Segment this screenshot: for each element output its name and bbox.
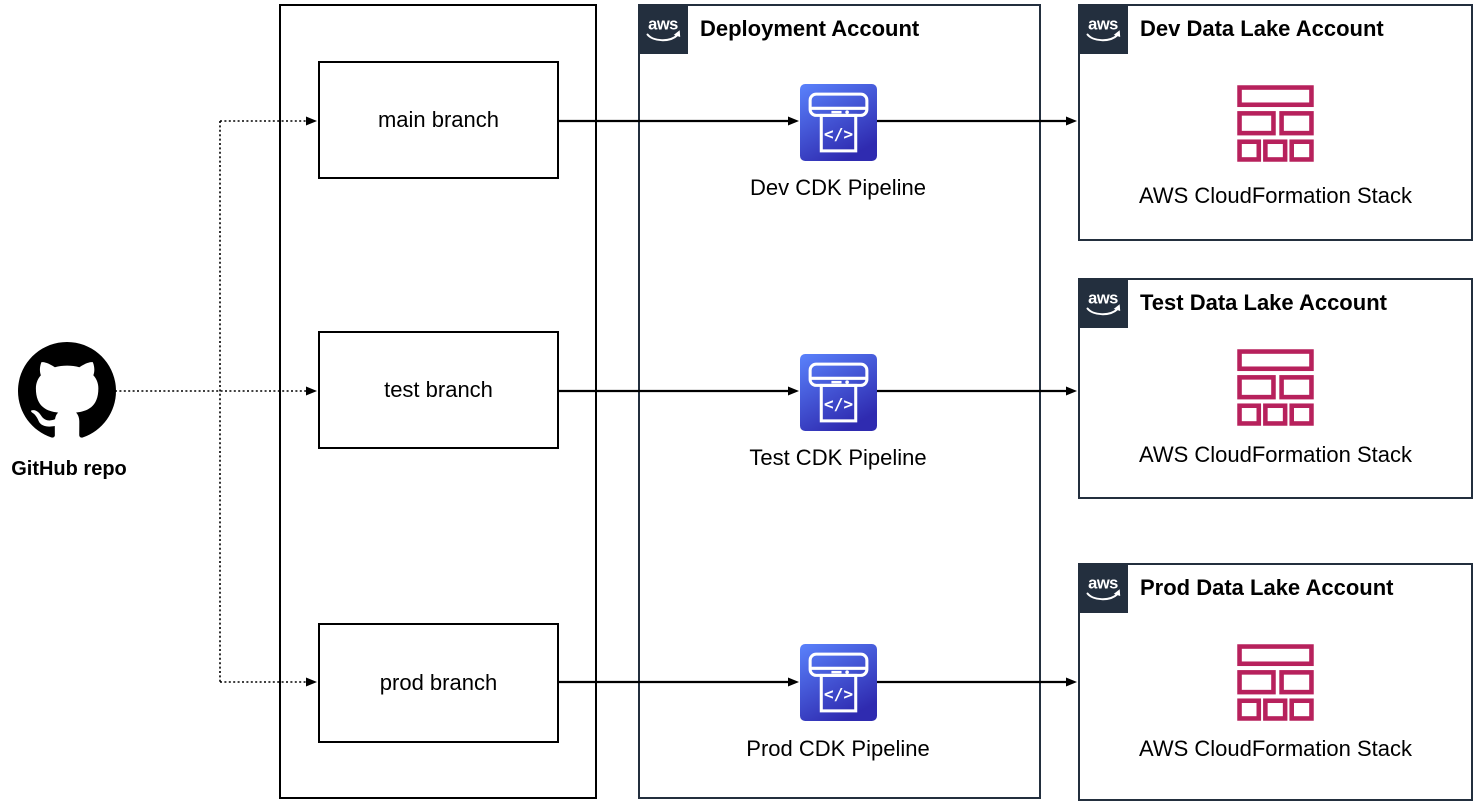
aws-logo-text: aws <box>1088 290 1118 308</box>
prod-branch-label: prod branch <box>379 670 498 695</box>
dev-cdk-pipeline-caption: Dev CDK Pipeline <box>749 175 927 200</box>
github-repo-label: GitHub repo <box>11 458 127 480</box>
code-glyph: </> <box>824 685 854 704</box>
dev-data-lake-title: Dev Data Lake Account <box>1140 16 1384 41</box>
main-branch-box: main branch <box>318 61 559 179</box>
code-glyph: </> <box>824 125 854 144</box>
main-branch-label: main branch <box>377 107 500 132</box>
aws-logo-icon: aws <box>1078 4 1128 54</box>
prod-cloudformation-caption: AWS CloudFormation Stack <box>1138 736 1413 761</box>
aws-logo-text: aws <box>1088 575 1118 593</box>
prod-cdk-pipeline-caption: Prod CDK Pipeline <box>746 736 930 761</box>
test-branch-label: test branch <box>384 377 493 402</box>
test-data-lake-title: Test Data Lake Account <box>1140 290 1387 315</box>
dev-cdk-pipeline-icon: </> <box>800 84 877 161</box>
test-cloudformation-caption: AWS CloudFormation Stack <box>1138 442 1413 467</box>
aws-logo-icon: aws <box>638 4 688 54</box>
aws-logo-text: aws <box>1088 16 1118 34</box>
deployment-account-title: Deployment Account <box>700 16 920 41</box>
aws-logo-icon: aws <box>1078 563 1128 613</box>
prod-cdk-pipeline-icon: </> <box>800 644 877 721</box>
prod-data-lake-title: Prod Data Lake Account <box>1140 575 1394 600</box>
github-icon <box>18 342 116 438</box>
test-cdk-pipeline-caption: Test CDK Pipeline <box>749 445 927 470</box>
dev-cloudformation-caption: AWS CloudFormation Stack <box>1138 183 1413 208</box>
aws-logo-text: aws <box>648 16 678 34</box>
code-glyph: </> <box>824 395 854 414</box>
aws-logo-icon: aws <box>1078 278 1128 328</box>
prod-branch-box: prod branch <box>318 623 559 743</box>
cloudformation-stack-icon <box>1237 349 1314 426</box>
test-branch-box: test branch <box>318 331 559 449</box>
test-cdk-pipeline-icon: </> <box>800 354 877 431</box>
cloudformation-stack-icon <box>1237 85 1314 162</box>
cloudformation-stack-icon <box>1237 644 1314 721</box>
